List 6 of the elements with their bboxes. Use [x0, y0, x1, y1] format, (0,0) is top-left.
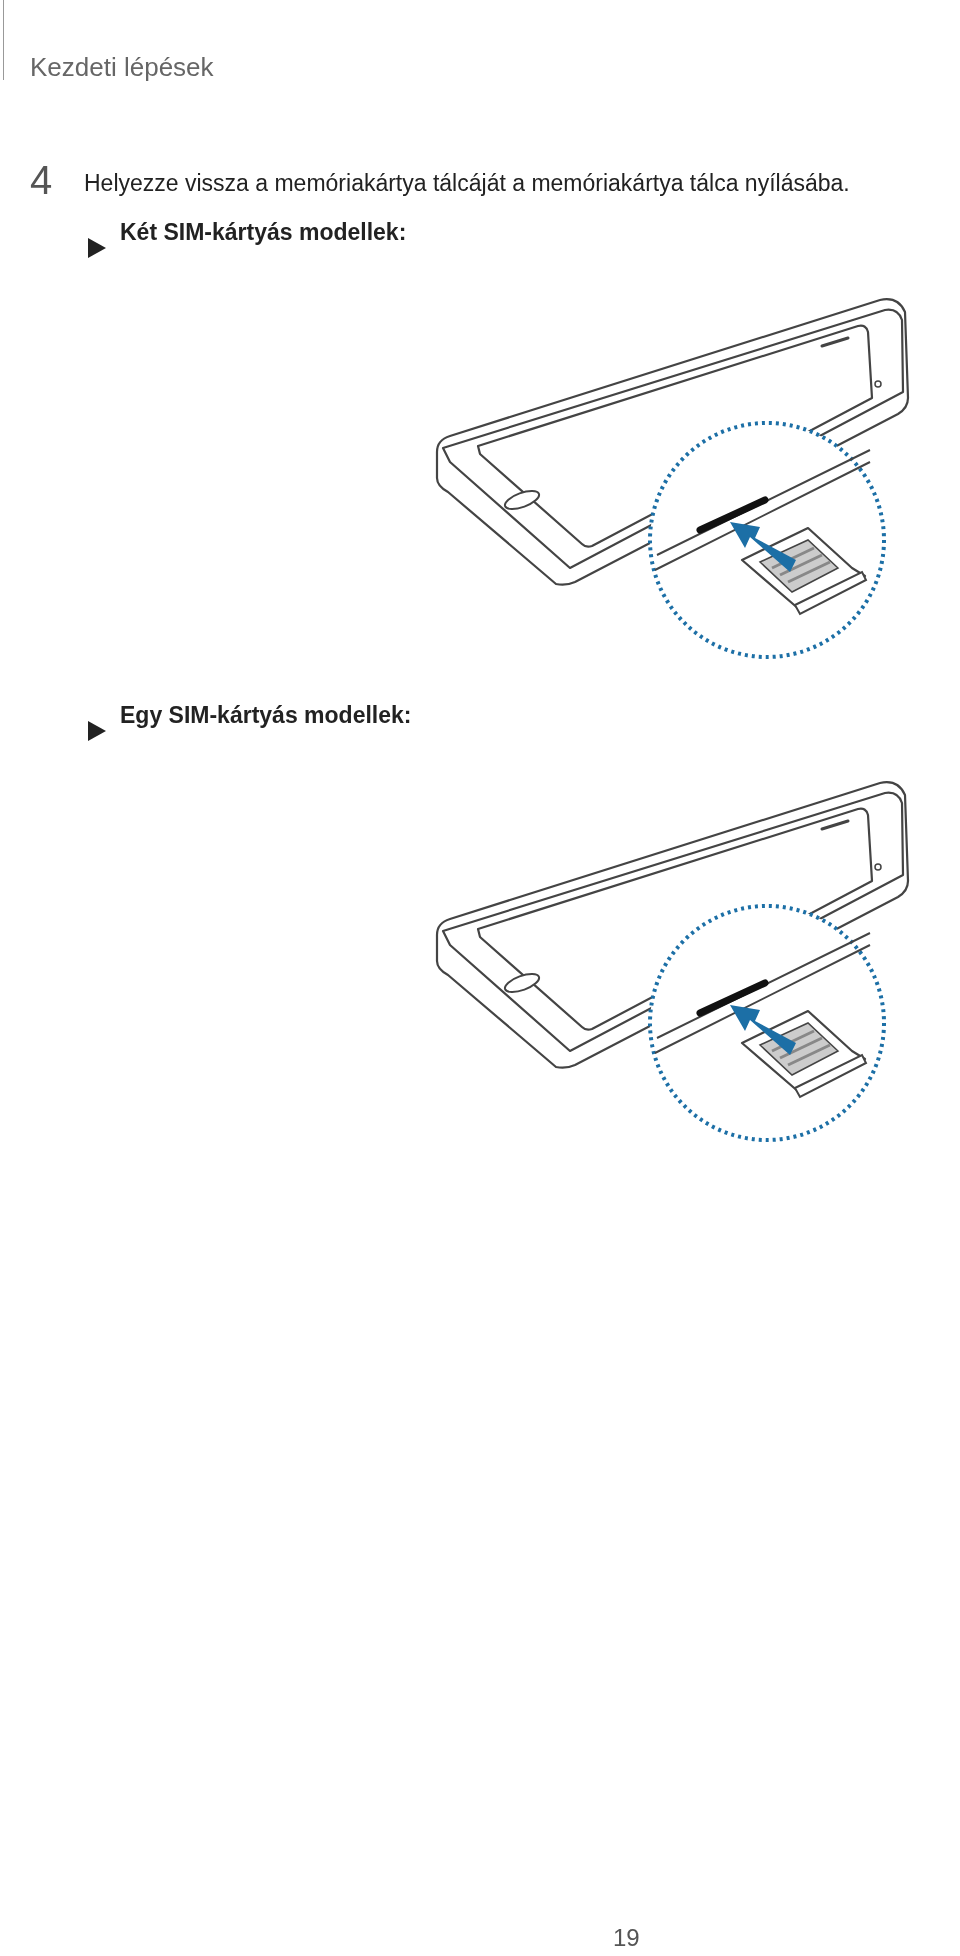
step-number: 4 — [30, 158, 53, 203]
model-heading: Egy SIM-kártyás modellek: — [120, 702, 412, 729]
section-header: Kezdeti lépések — [30, 52, 214, 83]
instruction-text: Helyezze vissza a memóriakártya tálcáját a memóriakártya tálca nyílásába. — [84, 170, 850, 197]
page-number: 19 — [613, 1924, 640, 1952]
model-heading: Két SIM-kártyás modellek: — [120, 219, 407, 246]
